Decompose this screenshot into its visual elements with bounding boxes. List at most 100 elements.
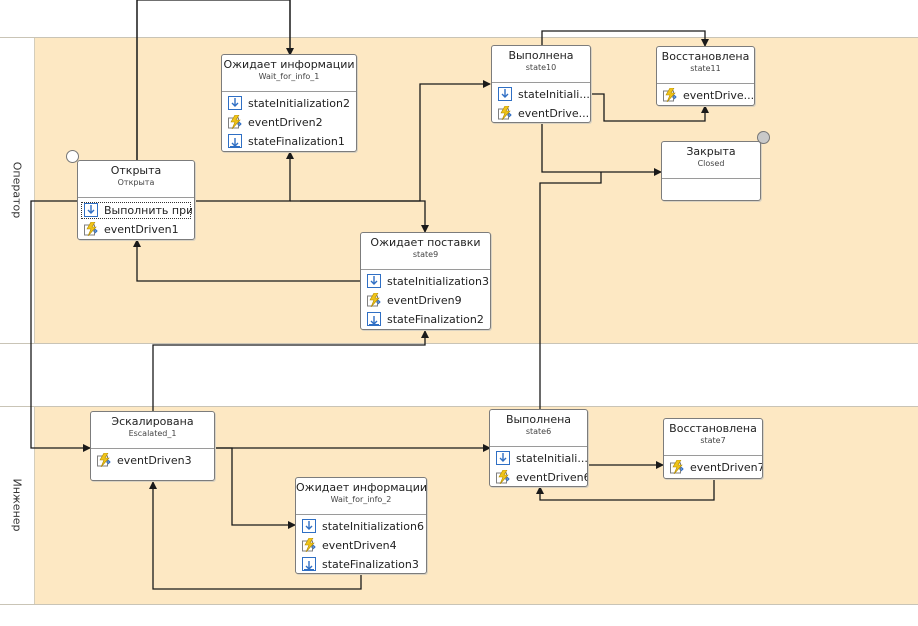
activity-label: stateInitiali...: [518, 88, 590, 101]
activity-label: eventDriven1: [104, 223, 179, 236]
transition-wire[interactable]: [152, 330, 429, 411]
activity-item[interactable]: Выполнить при...: [80, 201, 192, 220]
state-activities: eventDriven7: [664, 456, 762, 477]
state-finalization-icon: [228, 134, 242, 148]
activity-item[interactable]: stateFinalization3: [296, 555, 426, 574]
state-name: Восстановлена: [669, 422, 757, 435]
activity-item[interactable]: stateFinalization1: [222, 132, 356, 151]
activity-item[interactable]: eventDriven4: [296, 536, 426, 555]
state-initialization-icon: [498, 87, 512, 101]
state-initialization-icon: [302, 519, 316, 533]
state-id: state10: [525, 63, 557, 72]
state-finalization-icon: [302, 557, 316, 571]
event-driven-icon: [97, 452, 111, 468]
initial-state-marker: [66, 150, 79, 163]
activity-item[interactable]: eventDrive...: [657, 86, 754, 105]
transition-wire[interactable]: [188, 151, 294, 202]
state-finalization-icon: [367, 312, 381, 326]
transition-wire[interactable]: [539, 172, 602, 409]
event-driven-icon: [496, 469, 510, 485]
event-driven-icon: [367, 292, 381, 308]
state-activities: [662, 179, 760, 206]
activity-item[interactable]: stateInitiali...: [492, 85, 590, 104]
event-driven-icon: [228, 114, 242, 130]
transition-wire[interactable]: [300, 200, 429, 233]
activity-label: Выполнить при...: [104, 204, 192, 217]
state-name: Восстановлена: [661, 50, 750, 63]
state-activities: stateInitialization6 eventDriven4 stateF…: [296, 515, 426, 574]
state-activities: stateInitialization3 eventDriven9 stateF…: [361, 270, 490, 329]
transition-wire[interactable]: [536, 479, 715, 501]
transition-wire[interactable]: [133, 239, 360, 282]
activity-item[interactable]: stateInitialization3: [361, 272, 490, 291]
activity-label: eventDriven3: [117, 454, 192, 467]
activity-label: eventDriven6: [516, 471, 587, 484]
lane-operator-header: Оператор: [0, 37, 35, 343]
lane-separator: [0, 343, 918, 344]
activity-item[interactable]: stateInitiali...: [490, 449, 587, 468]
state-id: state6: [525, 427, 552, 436]
state-activities: stateInitialization2 eventDriven2 stateF…: [222, 92, 356, 151]
activity-item[interactable]: eventDriven1: [78, 220, 194, 239]
state-initialization-icon: [228, 96, 242, 110]
transition-wire[interactable]: [541, 30, 709, 47]
transition-wire[interactable]: [30, 200, 91, 452]
event-driven-icon: [670, 459, 684, 475]
transition-wire[interactable]: [214, 447, 296, 529]
activity-label: stateInitialization6: [322, 520, 424, 533]
completed-state-marker: [757, 131, 770, 144]
activity-item[interactable]: eventDriven3: [91, 451, 214, 470]
transition-wire[interactable]: [149, 481, 362, 590]
transition-wire[interactable]: [590, 93, 709, 122]
transition-wire[interactable]: [136, 0, 294, 160]
activity-label: eventDriven4: [322, 539, 397, 552]
state-name: Закрыта: [686, 145, 736, 158]
activity-item[interactable]: stateInitialization2: [222, 94, 356, 113]
lane-engineer-header: Инженер: [0, 406, 35, 604]
activity-label: stateFinalization2: [387, 313, 484, 326]
activity-label: eventDrive...: [518, 107, 590, 120]
activity-label: eventDrive...: [683, 89, 754, 102]
activity-item[interactable]: stateInitialization6: [296, 517, 426, 536]
state-id: Closed: [697, 159, 725, 168]
activity-item[interactable]: eventDriven6: [490, 468, 587, 487]
state-id: state11: [690, 64, 721, 73]
state-name: Ожидает поставки: [370, 236, 481, 249]
transition-wire[interactable]: [541, 122, 662, 176]
state-name: Ожидает информации: [296, 481, 428, 494]
lane-separator: [0, 604, 918, 605]
state-name: Выполнена: [508, 49, 574, 62]
activity-label: eventDriven9: [387, 294, 462, 307]
event-driven-icon: [498, 105, 512, 121]
activity-item[interactable]: eventDriven7: [664, 458, 762, 477]
activity-label: stateInitialization3: [387, 275, 489, 288]
state-id: Escalated_1: [128, 429, 177, 438]
state-id: Wait_for_info_1: [258, 72, 320, 81]
state-id: Открыта: [117, 178, 155, 187]
activity-item[interactable]: eventDrive...: [492, 104, 590, 123]
state-activities: stateInitiali... eventDriven6: [490, 447, 587, 487]
activity-label: stateFinalization3: [322, 558, 419, 571]
activity-item[interactable]: eventDriven2: [222, 113, 356, 132]
activity-item[interactable]: eventDriven9: [361, 291, 490, 310]
state-activities: stateInitiali... eventDrive...: [492, 83, 590, 123]
activity-item[interactable]: stateFinalization2: [361, 310, 490, 329]
activity-label: stateFinalization1: [248, 135, 345, 148]
activity-label: eventDriven2: [248, 116, 323, 129]
